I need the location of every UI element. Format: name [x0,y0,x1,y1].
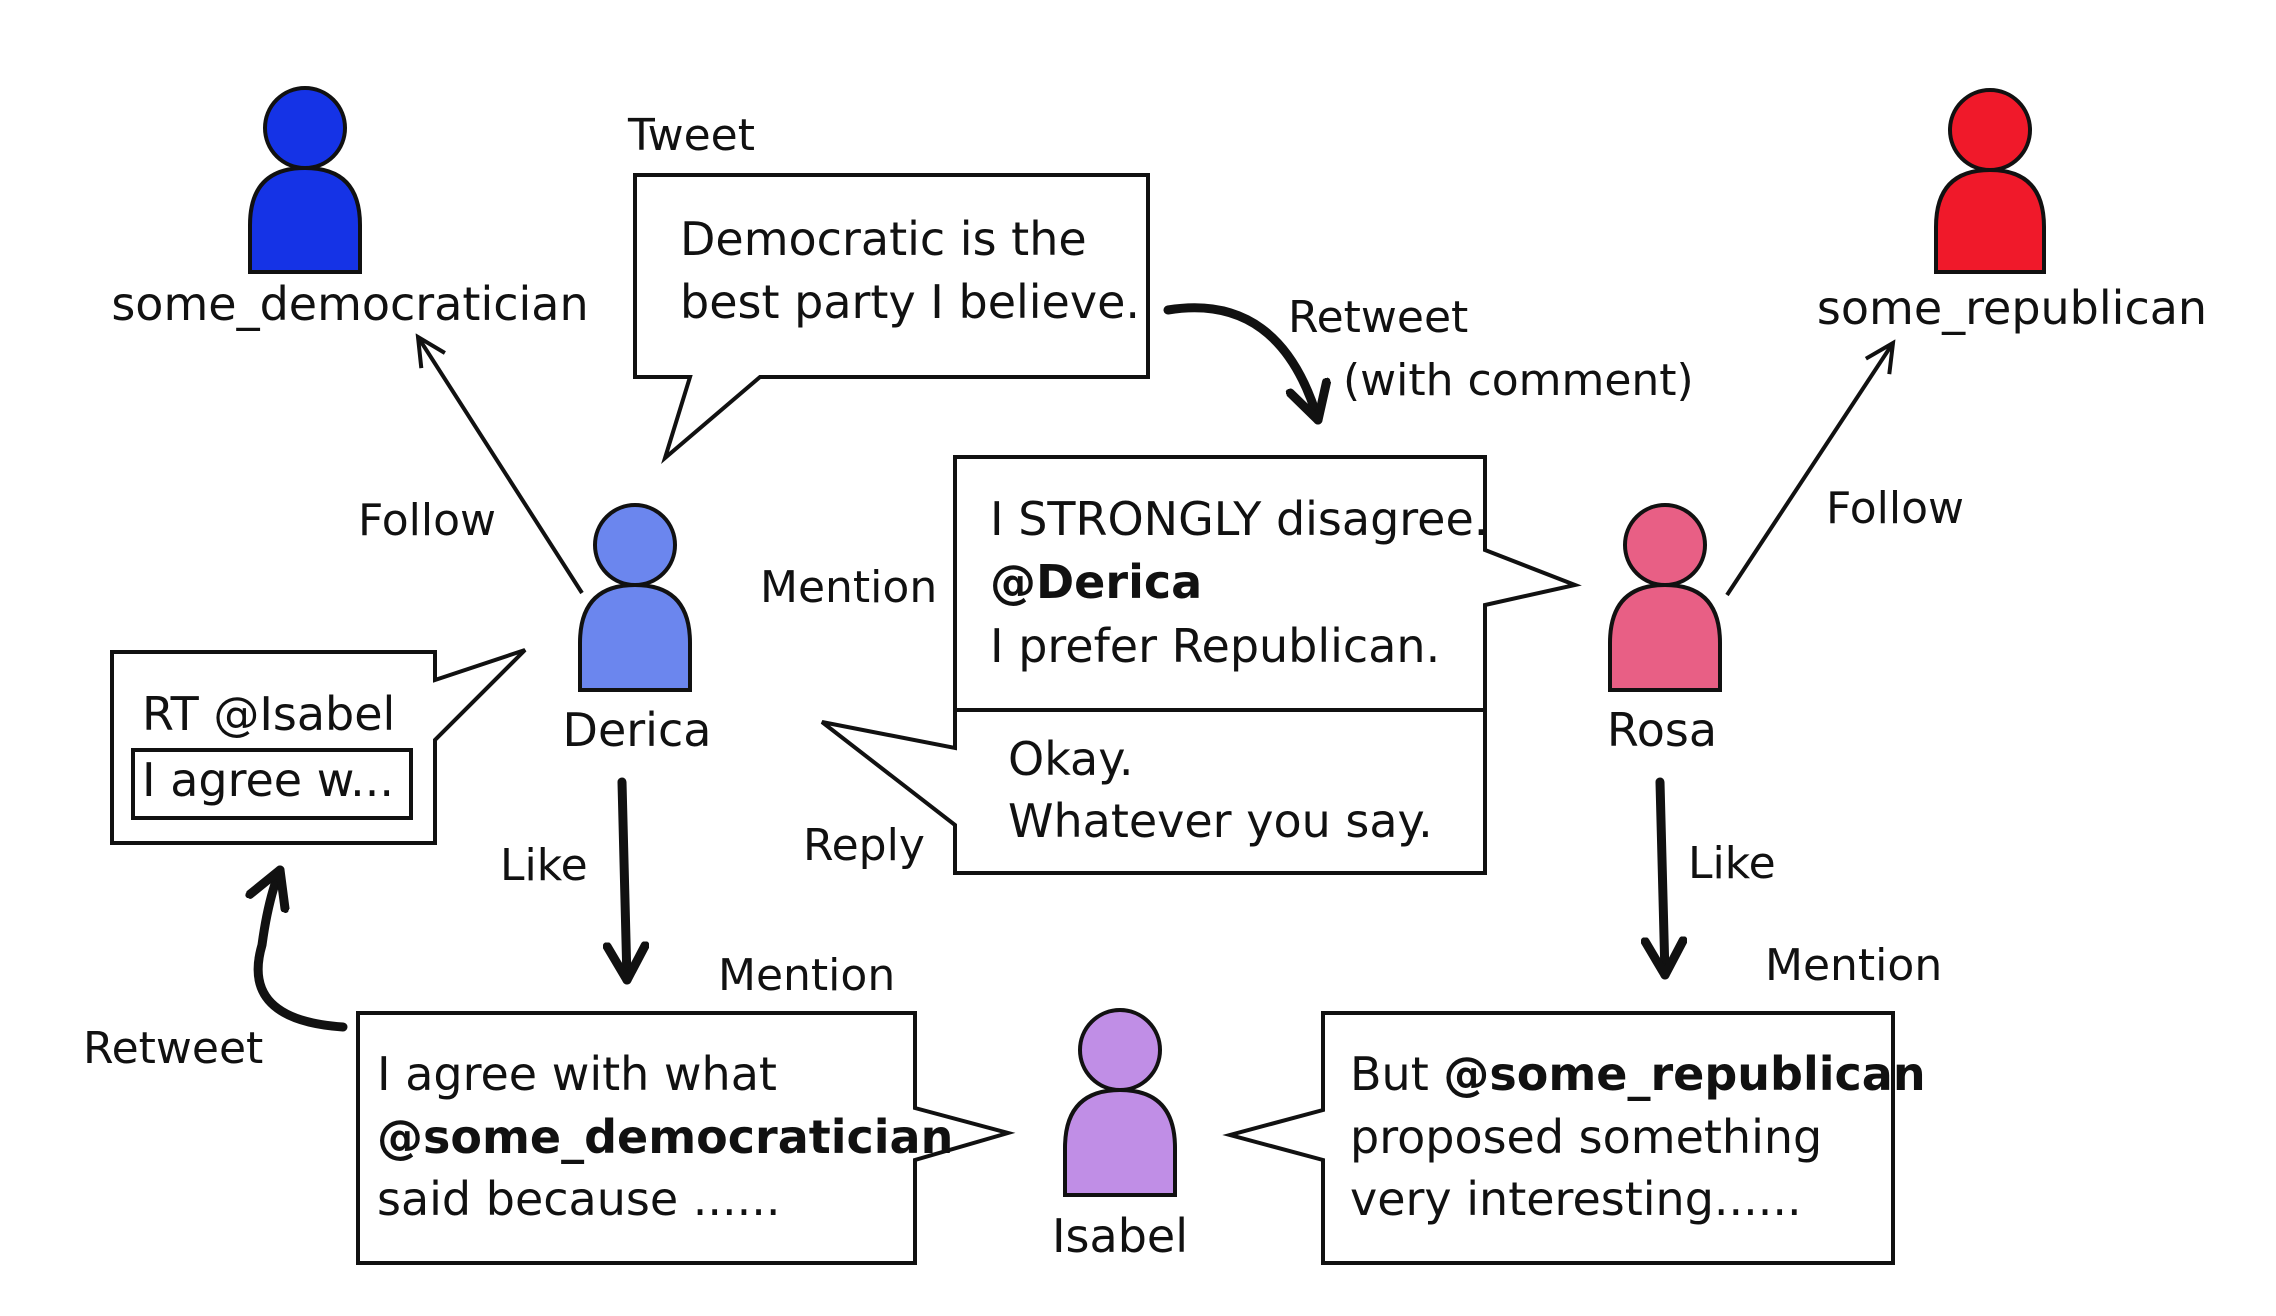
person-head [1623,503,1707,587]
label-like-right: Like [1688,838,1776,889]
like-arrow-left [622,777,627,985]
mention-some-democratician: @some_democratician [377,1110,953,1164]
person-head [263,86,347,170]
person-name: Derica [563,703,712,757]
person-body [1063,1087,1177,1197]
agree-text-line3: said because ...... [377,1172,781,1226]
mention-derica: @Derica [990,555,1202,609]
person-some-democratician: some_democratician [111,86,589,331]
follow-arrow-left [418,337,584,595]
disagree-text-line3: I prefer Republican. [990,619,1440,673]
person-body [1934,167,2046,274]
retweet-comment-bubble: I STRONGLY disagree. @Derica I prefer Re… [953,455,1582,712]
but-text-line1: But @some_republican [1350,1047,1926,1101]
but-prefix: But [1350,1047,1443,1101]
mention-some-republican: @some_republican [1443,1047,1925,1101]
agree-bubble: I agree with what @some_democratician sa… [356,1011,1016,1265]
person-isabel: Isabel [1052,1008,1188,1263]
quoted-tweet-text: I agree w... [142,753,394,807]
person-head [1078,1008,1162,1092]
person-rosa: Rosa [1607,503,1722,757]
person-name: Rosa [1607,703,1717,757]
rt-bubble: RT @Isabel I agree w... [110,648,527,845]
retweet-arrow [258,865,348,1032]
person-body [578,582,692,692]
reply-text-line1: Okay. [1008,732,1134,786]
but-bubble: But @some_republican proposed something … [1222,1011,1926,1265]
reply-text-line2: Whatever you say. [1008,794,1433,848]
person-head [1948,88,2032,172]
reply-bubble: Okay. Whatever you say. [820,708,1487,875]
quoted-tweet-box [131,748,413,820]
label-mention-center: Mention [760,562,937,613]
but-text-line3: very interesting...... [1350,1172,1802,1226]
person-name: Isabel [1052,1209,1188,1263]
label-mention-bottom-right: Mention [1765,940,1942,991]
label-like-left: Like [500,840,588,891]
rt-text-line1: RT @Isabel [142,687,395,741]
label-retweet-with-comment-line2: (with comment) [1343,355,1694,406]
retweet-comment-arrow [1163,303,1318,425]
tweet-text-line2: best party I believe. [680,275,1140,329]
agree-text-line1: I agree with what [377,1047,777,1101]
follow-arrow-right [1725,343,1893,597]
person-derica: Derica [563,503,712,757]
label-follow-left: Follow [358,495,496,546]
label-retweet-with-comment-line1: Retweet [1288,292,1468,343]
tweet-text-line1: Democratic is the [680,212,1087,266]
label-retweet: Retweet [83,1023,263,1074]
tweet-bubble: Democratic is the best party I believe. [633,173,1150,464]
person-some-republican: some_republican [1817,88,2207,335]
label-tweet: Tweet [627,110,755,161]
person-name: some_democratician [111,277,588,331]
person-body [1608,582,1722,692]
person-head [593,503,677,587]
disagree-text-line1: I STRONGLY disagree. [990,492,1488,546]
label-follow-right: Follow [1826,483,1964,534]
person-body [248,165,362,274]
label-mention-bottom-left: Mention [718,950,895,1001]
person-name: some_republican [1817,281,2207,335]
but-text-line2: proposed something [1350,1110,1822,1164]
label-reply: Reply [803,820,925,871]
like-arrow-right [1660,777,1665,980]
